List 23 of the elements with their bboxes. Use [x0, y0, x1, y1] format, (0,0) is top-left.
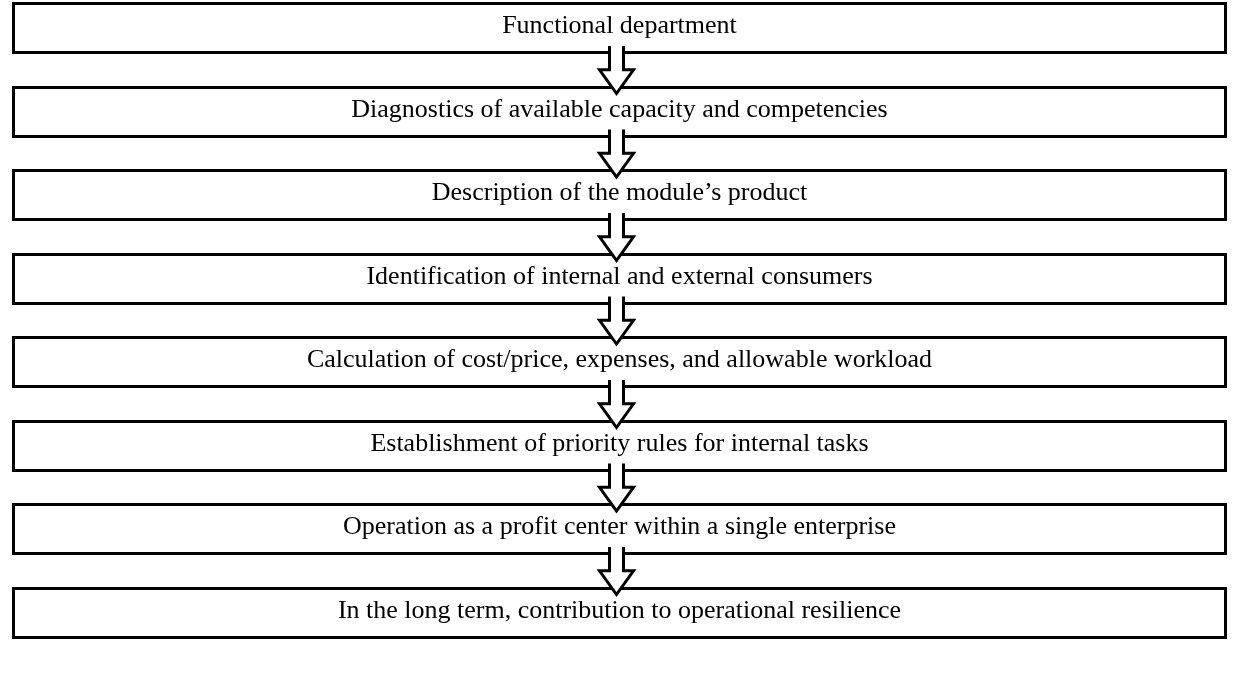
process-box	[12, 419, 1227, 472]
process-box	[12, 85, 1227, 138]
block-arrow	[596, 295, 637, 347]
step-text: Identification of internal and external consumers	[366, 260, 873, 291]
step-text: Establishment of priority rules for internal tasks	[370, 427, 869, 458]
step-text: In the long term, contribution to operational resilience	[337, 594, 902, 625]
block-arrow	[596, 211, 637, 264]
step-text: Functional department	[502, 10, 737, 40]
process-box	[12, 2, 1227, 54]
step-text: Calculation of cost/price, expenses, and allowable workload	[306, 344, 933, 374]
process-box	[12, 252, 1227, 305]
process-box	[12, 503, 1227, 555]
block-arrow	[596, 462, 637, 514]
step-text: Diagnostics of available capacity and competencies	[351, 93, 888, 124]
process-box	[12, 336, 1227, 388]
process-box	[12, 586, 1227, 639]
step-text: Description of the module’s product	[431, 177, 808, 207]
block-arrow	[596, 545, 637, 598]
process-box	[12, 169, 1227, 221]
block-arrow	[596, 378, 637, 431]
block-arrow	[596, 128, 637, 180]
step-text: Operation as a profit center within a single enterprise	[343, 511, 896, 541]
block-arrow	[596, 44, 637, 97]
